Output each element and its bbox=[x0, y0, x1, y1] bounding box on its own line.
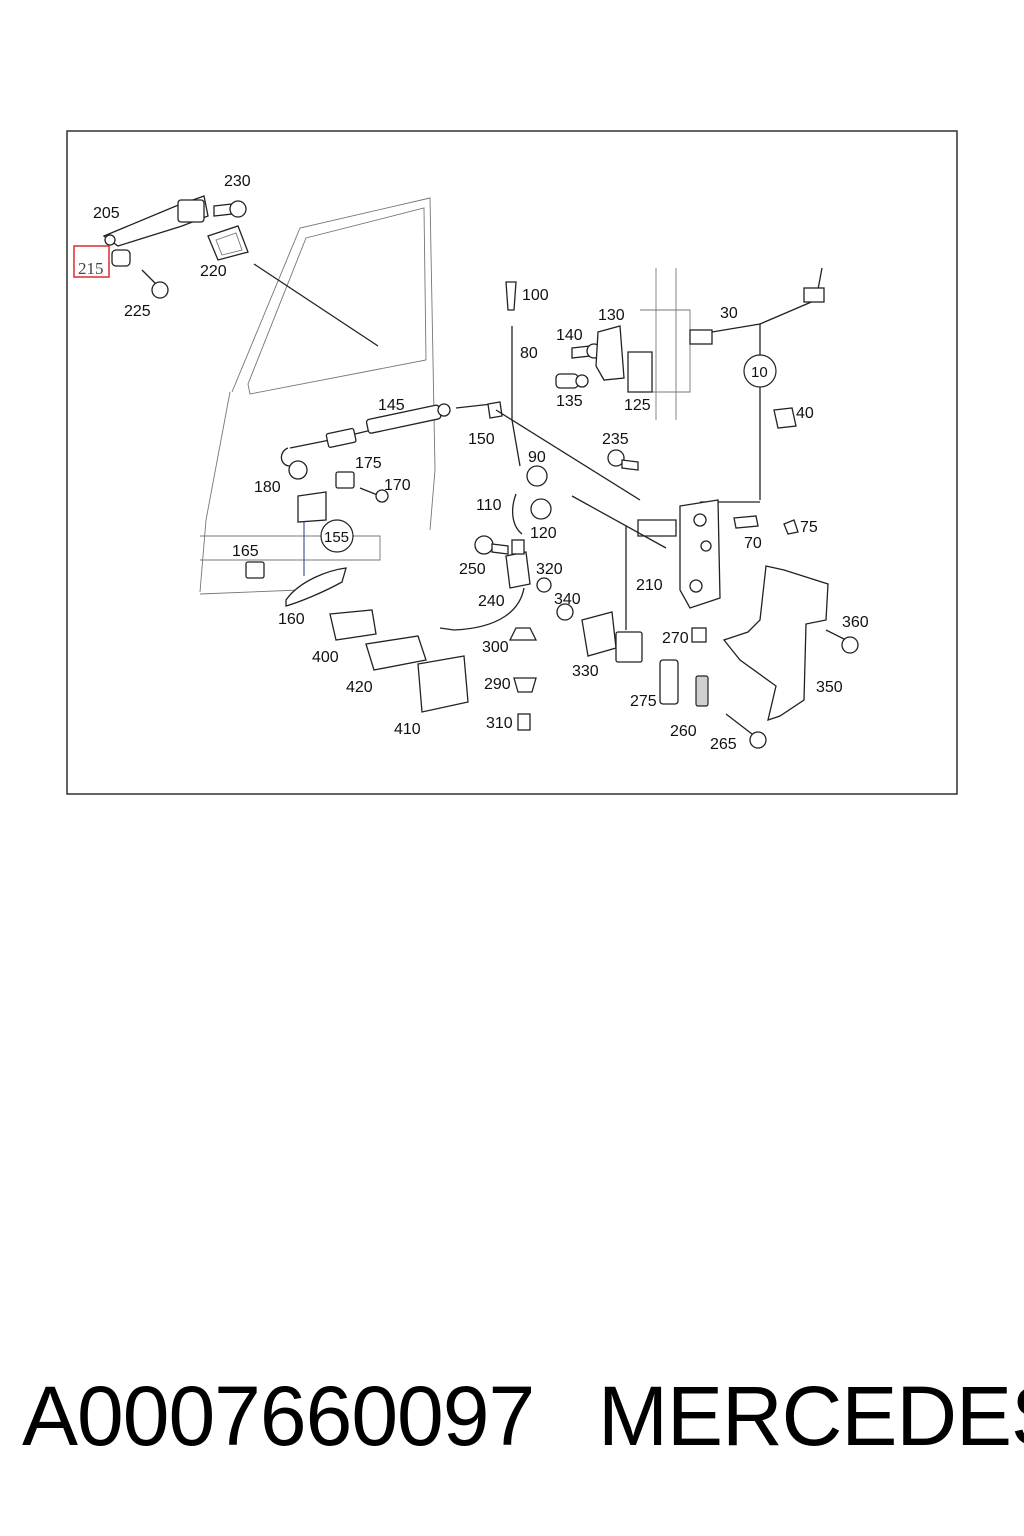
label-145: 145 bbox=[378, 397, 405, 414]
label-300: 300 bbox=[482, 639, 509, 656]
screw-250-part bbox=[474, 535, 509, 555]
label-150: 150 bbox=[468, 431, 495, 448]
label-410: 410 bbox=[394, 721, 421, 738]
label-230: 230 bbox=[224, 173, 251, 190]
bracket-125-part bbox=[627, 351, 653, 393]
clip-40-part bbox=[773, 407, 797, 429]
label-30: 30 bbox=[720, 305, 738, 322]
gasket-410-part bbox=[417, 655, 469, 713]
outer-handle-part bbox=[102, 195, 209, 247]
cover-275-part bbox=[659, 659, 679, 705]
highlight-box bbox=[73, 245, 110, 278]
bracket-130-part bbox=[595, 325, 625, 381]
gasket-215-part bbox=[111, 249, 131, 267]
label-350: 350 bbox=[816, 679, 843, 696]
bracket-330-part bbox=[581, 611, 617, 657]
label-160: 160 bbox=[278, 611, 305, 628]
label-75: 75 bbox=[800, 519, 818, 536]
screw-225-part bbox=[141, 269, 169, 299]
label-420: 420 bbox=[346, 679, 373, 696]
label-10: 10 bbox=[751, 364, 768, 381]
label-125: 125 bbox=[624, 397, 651, 414]
washer-340-part bbox=[556, 603, 574, 621]
door-lock-210-part bbox=[571, 495, 721, 630]
label-100: 100 bbox=[522, 287, 549, 304]
bezel-420-part bbox=[365, 635, 427, 671]
door-outline bbox=[199, 197, 691, 595]
label-180: 180 bbox=[254, 479, 281, 496]
label-225: 225 bbox=[124, 303, 151, 320]
bolt-265-part bbox=[725, 713, 767, 749]
clip-150-part bbox=[487, 401, 503, 419]
label-80: 80 bbox=[520, 345, 538, 362]
bracket-350-part bbox=[722, 565, 829, 721]
knob-100-part bbox=[505, 281, 517, 311]
label-90: 90 bbox=[528, 449, 546, 466]
hook-110-part bbox=[511, 493, 523, 535]
bolt-230-part bbox=[213, 200, 247, 218]
grommet-290-part bbox=[513, 677, 537, 693]
label-240: 240 bbox=[478, 593, 505, 610]
grommet-300-part bbox=[508, 627, 538, 641]
bushing-90-part bbox=[526, 465, 548, 487]
striker-260-part bbox=[695, 675, 709, 707]
callout-circle-10 bbox=[743, 354, 777, 388]
inner-handle-160-part bbox=[285, 491, 347, 607]
actuator-240-part bbox=[439, 539, 531, 631]
label-205: 205 bbox=[93, 205, 120, 222]
bezel-400-part bbox=[329, 609, 377, 641]
screw-70-part bbox=[733, 515, 759, 529]
label-110: 110 bbox=[476, 497, 502, 514]
label-140: 140 bbox=[556, 327, 583, 344]
wire-harness-30-part bbox=[689, 267, 825, 503]
cover-270-part bbox=[691, 627, 707, 643]
label-175: 175 bbox=[355, 455, 382, 472]
label-235: 235 bbox=[602, 431, 629, 448]
label-120: 120 bbox=[530, 525, 557, 542]
label-340: 340 bbox=[554, 591, 581, 608]
label-210: 210 bbox=[636, 577, 663, 594]
switch-block-part bbox=[615, 631, 643, 663]
bolt-135-part bbox=[555, 373, 589, 389]
label-275: 275 bbox=[630, 693, 657, 710]
rod-145-part bbox=[280, 403, 493, 467]
label-270: 270 bbox=[662, 630, 689, 647]
label-135: 135 bbox=[556, 393, 583, 410]
clip-75-part bbox=[783, 519, 799, 535]
brand-name: MERCEDES bbox=[598, 1369, 1024, 1463]
part-number: A0007660097 bbox=[22, 1369, 535, 1463]
callout-circle-155 bbox=[320, 519, 354, 553]
label-320: 320 bbox=[536, 561, 563, 578]
bolt-360-part bbox=[825, 629, 859, 654]
bushing-180-part bbox=[288, 460, 308, 480]
label-400: 400 bbox=[312, 649, 339, 666]
label-220: 220 bbox=[200, 263, 227, 280]
footer: A0007660097 MERCEDES bbox=[0, 1368, 1024, 1478]
label-330: 330 bbox=[572, 663, 599, 680]
clip-175-part bbox=[335, 471, 355, 489]
washer-320-part bbox=[536, 577, 552, 593]
bushing-120-part bbox=[530, 498, 552, 520]
screw-170-part bbox=[359, 487, 389, 503]
label-170: 170 bbox=[384, 477, 411, 494]
label-250: 250 bbox=[459, 561, 486, 578]
label-70: 70 bbox=[744, 535, 762, 552]
label-360: 360 bbox=[842, 614, 869, 631]
label-155: 155 bbox=[324, 529, 349, 546]
label-40: 40 bbox=[796, 405, 814, 422]
gasket-220-part bbox=[207, 225, 249, 261]
label-310: 310 bbox=[486, 715, 513, 732]
screw-235-part bbox=[607, 449, 639, 471]
label-215: 215 bbox=[78, 259, 104, 278]
label-290: 290 bbox=[484, 676, 511, 693]
label-130: 130 bbox=[598, 307, 625, 324]
label-265: 265 bbox=[710, 736, 737, 753]
clip-165-part bbox=[245, 561, 265, 579]
label-165: 165 bbox=[232, 543, 259, 560]
label-260: 260 bbox=[670, 723, 697, 740]
clip-310-part bbox=[517, 713, 531, 731]
